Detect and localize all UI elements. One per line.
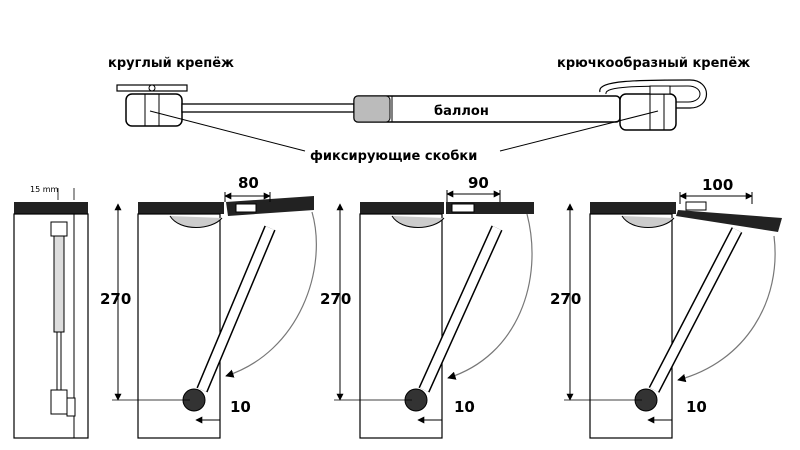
piston-rod	[181, 103, 355, 113]
hook-mount-label: крючкообразный крепёж	[557, 56, 750, 71]
hook-mount	[599, 79, 707, 109]
left-bracket	[125, 93, 183, 127]
opening-value: 90	[468, 174, 489, 192]
offset-value: 10	[230, 398, 251, 416]
side-gap-label: 15 mm	[30, 185, 59, 194]
opening-value: 100	[702, 176, 733, 194]
height-value: 270	[320, 290, 351, 308]
install-view-1: 80 270 10	[100, 174, 317, 439]
install-view-2: 90 270 10	[320, 174, 534, 439]
offset-value: 10	[454, 398, 475, 416]
height-value: 270	[100, 290, 131, 308]
brackets-label: фиксирующие скобки	[310, 149, 477, 164]
height-value: 270	[550, 290, 581, 308]
side-view: 15 mm	[13, 185, 89, 439]
round-mount-label: круглый крепёж	[108, 56, 234, 71]
strut-overview: круглый крепёж крючкообразный крепёж бал…	[108, 56, 750, 164]
cylinder-label: баллон	[434, 104, 489, 119]
offset-value: 10	[686, 398, 707, 416]
right-bracket	[619, 93, 677, 131]
opening-value: 80	[238, 174, 259, 192]
install-view-3: 100 270 10	[550, 176, 782, 439]
